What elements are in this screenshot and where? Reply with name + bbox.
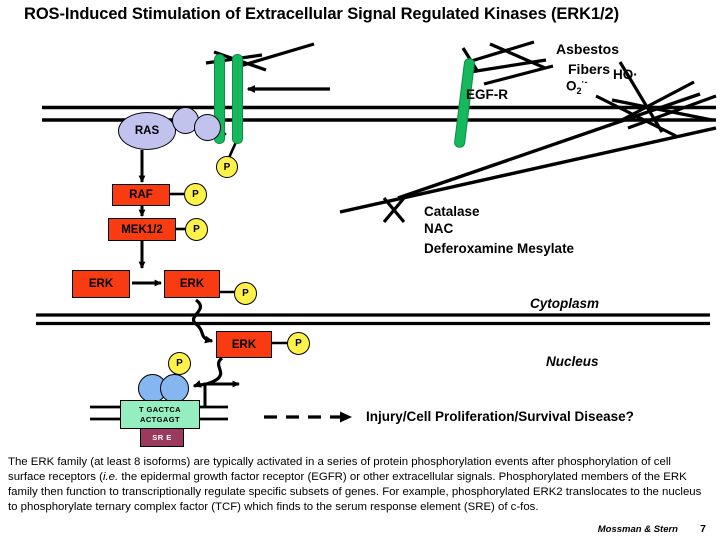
page-title: ROS-Induced Stimulation of Extracellular… bbox=[24, 5, 619, 23]
slide-number: 7 bbox=[700, 523, 706, 535]
dna-bottom-strand: ACTGAGT bbox=[140, 414, 180, 424]
cytoplasm-label: Cytoplasm bbox=[530, 296, 600, 311]
egf-receptor-monomer-left bbox=[214, 54, 225, 144]
nuclear-envelope bbox=[36, 313, 710, 326]
outcome-dashed-arrow bbox=[264, 411, 352, 423]
erk-to-tcf-squiggle bbox=[192, 356, 224, 388]
fibers-label: Fibers bbox=[568, 61, 611, 77]
inhibitor-catalase: Catalase bbox=[424, 204, 480, 219]
phosphate-tcf: P bbox=[168, 352, 191, 375]
outcome-label: Injury/Cell Proliferation/Survival Disea… bbox=[366, 409, 634, 424]
asbestos-fiber-crossing-membrane bbox=[339, 92, 717, 214]
phosphate-erk-cytoplasmic: P bbox=[234, 282, 257, 305]
adaptor-protein-2 bbox=[194, 114, 221, 141]
tcf-subunit-2 bbox=[160, 374, 189, 403]
egf-receptor-monomer-right bbox=[232, 54, 243, 144]
phosphate-mek: P bbox=[185, 218, 208, 241]
superoxide-radical-label: O2·- bbox=[566, 77, 588, 97]
inhibitor-nac: NAC bbox=[424, 221, 454, 236]
erk-translocation-squiggle bbox=[192, 298, 214, 344]
superoxide-charge: ·- bbox=[581, 77, 588, 87]
raf-kinase-box: RAF bbox=[112, 184, 170, 206]
dna-strand-lines bbox=[90, 405, 228, 421]
dna-response-element: T GACTCA ACTGAGT bbox=[120, 400, 200, 429]
phosphate-erk-nuclear: P bbox=[287, 332, 310, 355]
erk-active-box: ERK bbox=[164, 270, 220, 298]
erk-inactive-box: ERK bbox=[72, 270, 130, 298]
attribution-credit: Mossman & Stern bbox=[597, 524, 678, 535]
superoxide-subscript: 2 bbox=[576, 86, 582, 97]
sre-label-box: SR E bbox=[140, 428, 184, 447]
erk-nuclear-box: ERK bbox=[216, 331, 272, 358]
asbestos-label: Asbestos bbox=[556, 41, 620, 57]
nucleus-label: Nucleus bbox=[546, 354, 599, 369]
ras-protein: RAS bbox=[118, 112, 176, 150]
phosphate-raf: P bbox=[184, 183, 207, 206]
dna-top-strand: T GACTCA bbox=[139, 405, 181, 415]
superoxide-base: O bbox=[566, 78, 577, 94]
inhibitor-deferoxamine-mesylate: Deferoxamine Mesylate bbox=[424, 241, 575, 256]
phosphate-receptor: P bbox=[216, 156, 238, 178]
transcription-start-arrow bbox=[203, 380, 240, 406]
egf-receptor-label: EGF-R bbox=[466, 87, 508, 102]
hydroxyl-radical-label: HO· bbox=[613, 67, 638, 82]
inhibition-x-mark bbox=[382, 196, 406, 224]
figure-caption: The ERK family (at least 8 isoforms) are… bbox=[8, 456, 702, 514]
mek-kinase-box: MEK1/2 bbox=[108, 218, 176, 241]
